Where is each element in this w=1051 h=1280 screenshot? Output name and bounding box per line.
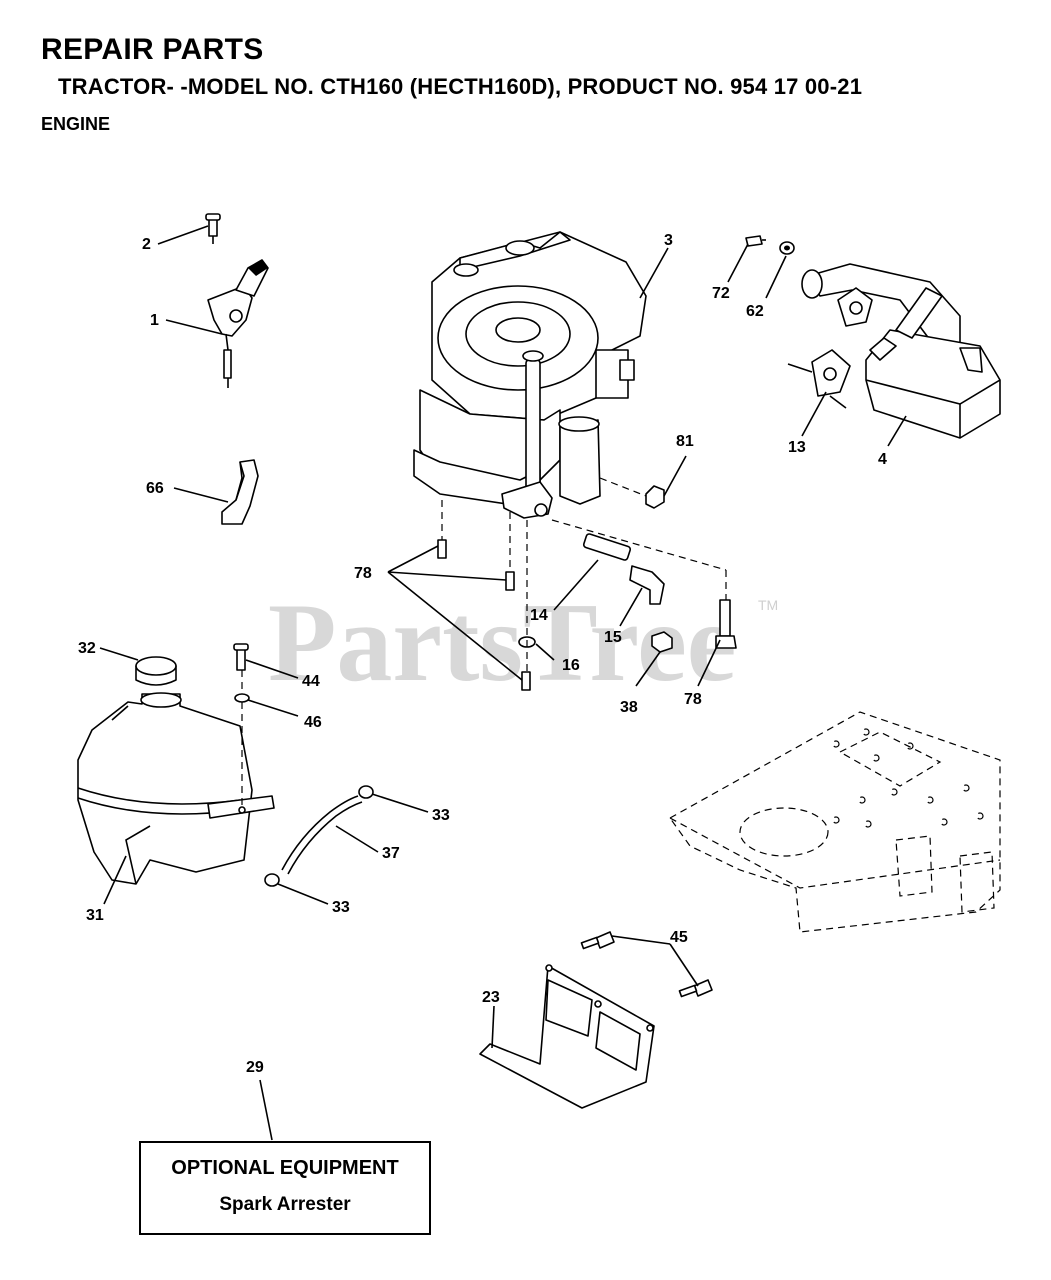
optional-equipment-title: OPTIONAL EQUIPMENT: [171, 1157, 399, 1179]
callout-33-a: 33: [432, 807, 450, 824]
spark-arrester-label: Spark Arrester: [219, 1194, 351, 1215]
callout-32: 32: [78, 640, 96, 657]
watermark-tm: TM: [758, 597, 778, 613]
callout-2: 2: [142, 236, 151, 253]
callout-38: 38: [620, 699, 638, 716]
callout-31: 31: [86, 907, 104, 924]
callout-29: 29: [246, 1059, 264, 1076]
throttle-control-part: [205, 213, 269, 388]
tractor-frame-part: [669, 711, 1001, 933]
leader-lines: [99, 225, 907, 1141]
callout-78-a: 78: [354, 565, 372, 582]
callout-16: 16: [562, 657, 580, 674]
callout-14: 14: [530, 607, 548, 624]
callout-66: 66: [146, 480, 164, 497]
callout-1: 1: [150, 312, 159, 329]
callout-72: 72: [712, 285, 730, 302]
callout-81: 81: [676, 433, 694, 450]
callout-33-b: 33: [332, 899, 350, 916]
callout-45: 45: [670, 929, 688, 946]
section-title: ENGINE: [41, 114, 111, 134]
callout-15: 15: [604, 629, 622, 646]
callout-37: 37: [382, 845, 400, 862]
fuel-tank-part: [77, 643, 374, 887]
callout-78-b: 78: [684, 691, 702, 708]
callout-62: 62: [746, 303, 764, 320]
callout-4: 4: [878, 451, 887, 468]
callout-46: 46: [304, 714, 322, 731]
optional-equipment-box: OPTIONAL EQUIPMENT Spark Arrester: [139, 1141, 431, 1235]
hardware-parts: [437, 477, 737, 691]
callout-labels: 2 1 3 72 62 13 4 81 66 78 14 15 16 38 78…: [78, 232, 887, 1076]
callout-3: 3: [664, 232, 673, 249]
model-line: TRACTOR- -MODEL NO. CTH160 (HECTH160D), …: [58, 74, 863, 99]
callout-13: 13: [788, 439, 806, 456]
bracket-66-part: [221, 459, 259, 525]
callout-23: 23: [482, 989, 500, 1006]
heat-shield-part: [479, 931, 713, 1109]
muffler-part: [745, 235, 1001, 439]
page-title: REPAIR PARTS: [41, 33, 264, 66]
engine-part: [413, 231, 647, 519]
callout-44: 44: [302, 673, 320, 690]
